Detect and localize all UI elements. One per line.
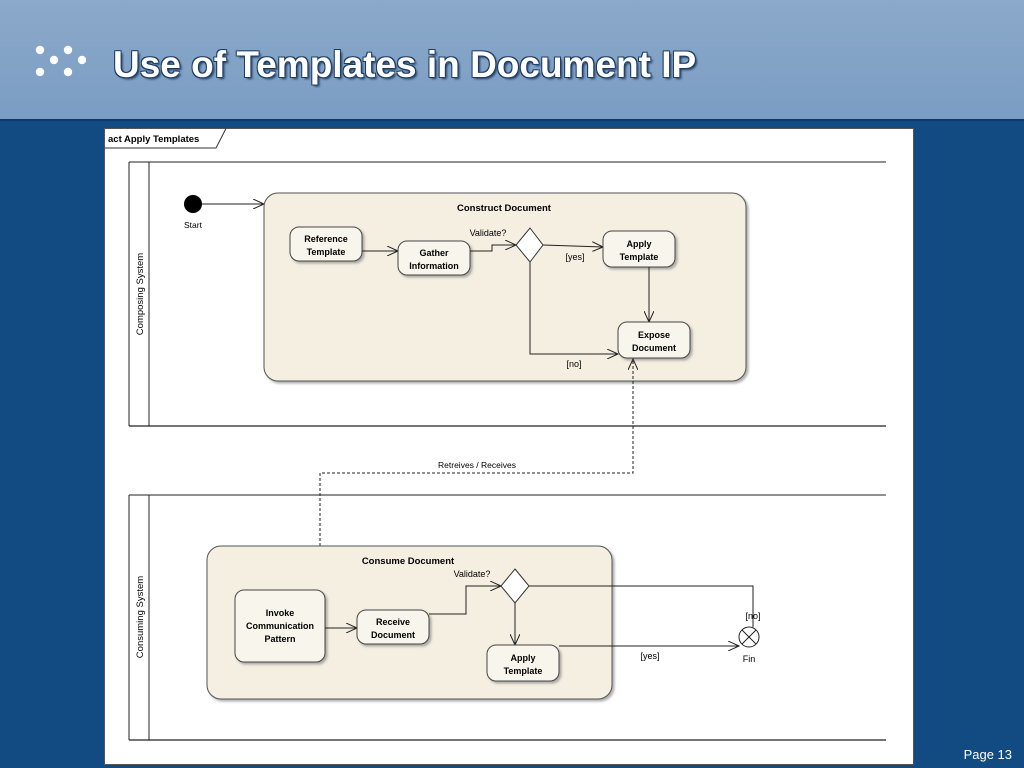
apply-template-construct-line1: Apply: [626, 239, 651, 249]
reference-template-line1: Reference: [304, 234, 348, 244]
gather-information-line2: Information: [409, 261, 459, 271]
flow-final-node: [738, 626, 760, 648]
lane-consuming-system: Consuming System: [128, 494, 886, 741]
title-bar: Use of Templates in Document IP: [0, 0, 1024, 119]
expose-document-line2: Document: [632, 343, 676, 353]
start-node: [184, 195, 202, 213]
edge-decision-yes: [542, 245, 603, 247]
yes-label-construct: [yes]: [565, 252, 584, 262]
frame-border: [104, 128, 914, 765]
edge-decision-no: [529, 262, 618, 354]
lane-label-composing: Composing System: [135, 253, 146, 335]
title-divider: [0, 119, 1024, 121]
expose-document-node: [617, 321, 691, 359]
yes-label-consume: [yes]: [640, 651, 659, 661]
edge-retrieves-receives: [319, 359, 633, 596]
construct-document-title: Construct Document: [457, 203, 552, 214]
no-label-consume: [no]: [745, 611, 760, 621]
reference-template-line2: Template: [307, 247, 346, 257]
validate-label-construct: Validate?: [470, 228, 507, 238]
receive-document-node: [356, 609, 430, 645]
apply-template-node-construct: [602, 230, 676, 268]
apply-template-consume-line2: Template: [504, 666, 543, 676]
invoke-pattern-line2: Communication: [246, 621, 314, 631]
receive-document-line2: Document: [371, 630, 415, 640]
slide-title: Use of Templates in Document IP: [113, 44, 697, 85]
fin-label: Fin: [743, 654, 756, 664]
page-number: Page 13: [963, 747, 1012, 762]
invoke-pattern-node: [234, 589, 326, 663]
bullet-dots-icon: [35, 45, 86, 77]
expose-document-line1: Expose: [638, 330, 670, 340]
no-label-construct: [no]: [566, 359, 581, 369]
edge-decision-no-consume: [529, 585, 754, 627]
gather-information-line1: Gather: [419, 248, 449, 258]
retrieves-receives-label: Retreives / Receives: [438, 460, 516, 470]
lane-label-consuming: Consuming System: [135, 576, 146, 658]
validate-label-consume: Validate?: [454, 569, 491, 579]
consume-document-title: Consume Document: [362, 556, 455, 567]
apply-template-node-consume: [486, 644, 560, 682]
activity-diagram: act Apply Templates Composing System Con…: [104, 128, 914, 765]
receive-document-line1: Receive: [376, 617, 410, 627]
frame-label: act Apply Templates: [108, 134, 199, 145]
invoke-pattern-line3: Pattern: [264, 634, 295, 644]
edge-gather-to-decision: [470, 245, 516, 252]
edge-receive-to-decision: [429, 586, 501, 615]
apply-template-construct-line2: Template: [620, 252, 659, 262]
lane-composing-system: Composing System: [128, 161, 886, 427]
frame-label-tab: [104, 128, 227, 149]
start-label: Start: [184, 220, 203, 230]
diagram-canvas: act Apply Templates Composing System Con…: [104, 128, 914, 765]
invoke-pattern-line1: Invoke: [266, 608, 295, 618]
gather-information-node: [397, 240, 471, 276]
reference-template-node: [289, 226, 363, 262]
apply-template-consume-line1: Apply: [510, 653, 535, 663]
